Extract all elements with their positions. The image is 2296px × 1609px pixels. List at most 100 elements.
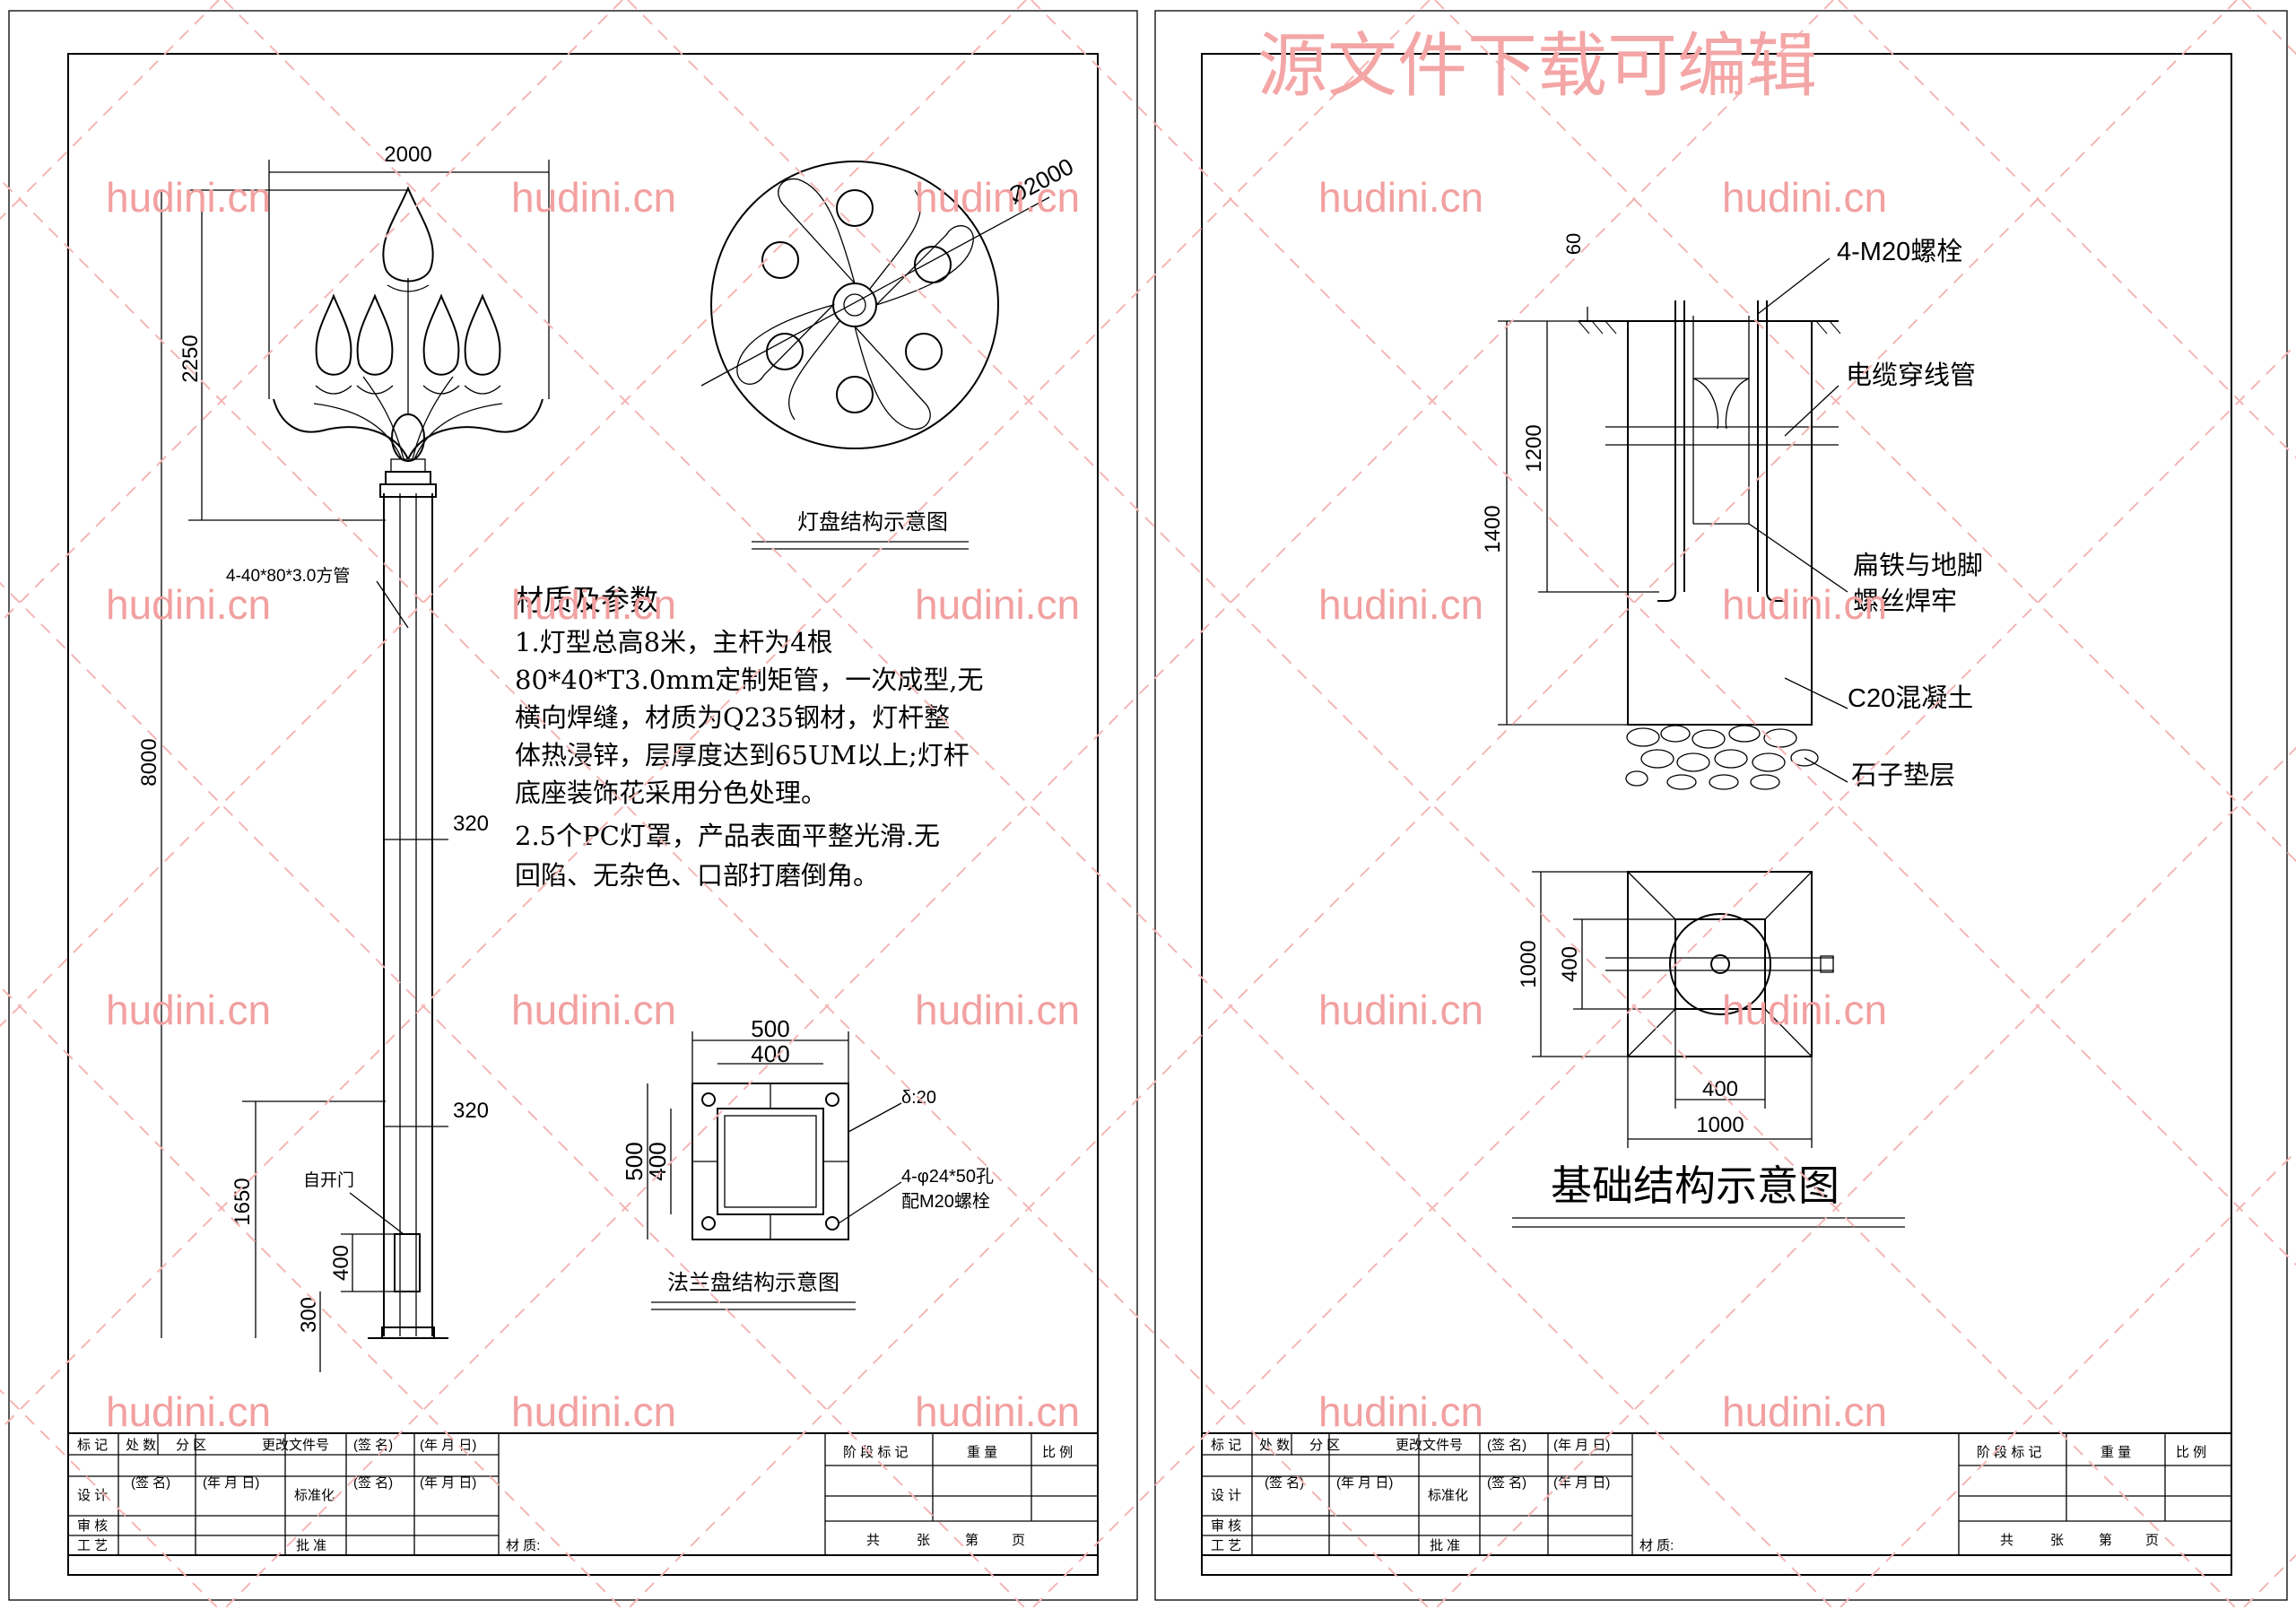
plan-width-outer: 1000 <box>1696 1113 1744 1137</box>
tb-l-stage: 阶 段 标 记 <box>843 1445 909 1460</box>
watermark-line <box>627 0 2238 1609</box>
tb-l-weight: 重 量 <box>967 1445 997 1460</box>
tb-r-r2-c3: (年 月 日) <box>1336 1475 1393 1491</box>
tb-l-r1-c1: 标 记 <box>77 1438 108 1453</box>
watermark-site: hudini.cn <box>1318 1388 1483 1435</box>
watermark-site: hudini.cn <box>915 174 1080 221</box>
material-line-4: 体热浸锌，层厚度达到65UM以上;灯杆 <box>515 740 970 770</box>
watermark-line <box>1838 1150 2296 1609</box>
tb-r-p3: 第 <box>2099 1532 2112 1548</box>
watermark-site: hudini.cn <box>1318 987 1483 1033</box>
plan-height-inner: 400 <box>1558 946 1582 982</box>
tb-l-p3: 第 <box>965 1532 978 1548</box>
foundation-caption: 基础结构示意图 <box>1551 1161 1839 1210</box>
disc-caption: 灯盘结构示意图 <box>797 510 948 535</box>
tb-l-r1-c4: 更改文件号 <box>262 1438 329 1453</box>
dim-head-height: 2250 <box>178 335 203 382</box>
watermark-site: hudini.cn <box>1722 174 1887 221</box>
watermark-site: hudini.cn <box>511 174 676 221</box>
tb-l-r1-c2: 处 数 <box>126 1438 156 1453</box>
tb-r-r2-c5: (签 名) <box>1487 1475 1526 1491</box>
watermark-line <box>2241 0 2296 56</box>
tb-l-r1-c6: (年 月 日) <box>420 1438 476 1453</box>
watermark-site: hudini.cn <box>511 1388 676 1435</box>
concrete-label: C20混凝土 <box>1848 683 1973 713</box>
foundation-section: 60 1200 1400 4-M20螺栓 电缆穿线管 扁铁与地脚 螺丝焊牢 C2… <box>1481 233 1983 790</box>
watermark-site: hudini.cn <box>106 1388 271 1435</box>
plan-width-inner: 400 <box>1702 1077 1738 1101</box>
tb-l-r3-c1: 审 核 <box>77 1518 108 1534</box>
title-block-left: 标 记 处 数 分 区 更改文件号 (签 名) (年 月 日) 设 计 (签 名… <box>67 1432 1099 1556</box>
watermark-banner: 源文件下载可编辑 <box>1257 26 1817 107</box>
dim-total-height: 8000 <box>137 738 161 786</box>
watermark-line <box>0 0 1431 1431</box>
watermark-line <box>0 0 1027 1028</box>
tb-r-r3-c1: 审 核 <box>1211 1518 1241 1534</box>
door-label: 自开门 <box>303 1170 354 1190</box>
watermark-site: hudini.cn <box>106 581 271 628</box>
watermark-line <box>627 0 2238 1609</box>
dim-door-height: 400 <box>329 1245 353 1281</box>
lamp-dimensions: 2000 2250 8000 320 320 1650 400 300 4-40… <box>137 143 550 1372</box>
flange-holes: 4-φ24*50孔 <box>901 1166 994 1187</box>
dim-depth: 1400 <box>1481 505 1505 552</box>
material-notes: 材质及参数 1.灯型总高8米，主杆为4根 80*40*T3.0mm定制矩管，一次… <box>515 583 983 891</box>
material-line-6: 2.5个PC灯罩，产品表面平整光滑.无 <box>515 821 940 851</box>
tb-r-r2-c1: 设 计 <box>1211 1488 1241 1503</box>
watermark-site: hudini.cn <box>1722 1388 1887 1435</box>
watermark-line <box>0 0 220 221</box>
dim-door-zone: 1650 <box>230 1178 255 1225</box>
watermark-line <box>223 0 1834 1609</box>
tb-l-r4-c1: 工 艺 <box>77 1538 108 1553</box>
tb-r-r4-c3: 材 质: <box>1639 1538 1674 1553</box>
watermark-site: hudini.cn <box>915 581 1080 628</box>
tb-r-weight: 重 量 <box>2100 1445 2131 1460</box>
tb-l-r2-c5: (签 名) <box>353 1475 393 1491</box>
watermark-site: hudini.cn <box>1318 581 1483 628</box>
dim-pole-width-upper: 320 <box>453 812 489 836</box>
watermark-line <box>223 0 1834 1609</box>
watermark-site: hudini.cn <box>1722 987 1887 1033</box>
dim-door-base: 300 <box>297 1297 321 1333</box>
material-line-1: 1.灯型总高8米，主杆为4根 <box>515 627 833 657</box>
dim-pole-width-lower: 320 <box>453 1099 489 1123</box>
flange-outer-width: 500 <box>751 1015 789 1042</box>
lamp-elevation <box>273 186 544 1339</box>
watermark-line <box>1434 746 2296 1609</box>
foundation-plan: 1000 400 400 1000 基础结构示意图 <box>1512 871 1905 1228</box>
tb-r-r2-c2: (签 名) <box>1265 1475 1304 1491</box>
watermark-line <box>0 178 1431 1609</box>
tb-r-r2-c4: 标准化 <box>1428 1488 1468 1503</box>
watermark-line <box>0 985 623 1609</box>
tb-r-stage: 阶 段 标 记 <box>1977 1445 2042 1460</box>
sheet-frames <box>8 10 2288 1601</box>
tube-label: 4-40*80*3.0方管 <box>226 566 350 586</box>
tb-r-r2-c6: (年 月 日) <box>1553 1475 1610 1491</box>
tb-r-scale: 比 例 <box>2176 1445 2206 1460</box>
bolt-label: 4-M20螺栓 <box>1837 237 1962 266</box>
watermark-site: hudini.cn <box>511 987 676 1033</box>
tb-l-r1-c5: (签 名) <box>353 1438 393 1453</box>
tb-l-r4-c2: 批 准 <box>296 1538 326 1553</box>
watermark-line <box>1031 343 2296 1609</box>
flange-outer-height: 500 <box>621 1142 648 1180</box>
watermark-line <box>0 1388 220 1609</box>
gravel-label: 石子垫层 <box>1851 761 1955 790</box>
watermark-text-grid: hudini.cn hudini.cn hudini.cn hudini.cn hudi… <box>106 174 1887 1435</box>
flange-inner-width: 400 <box>751 1040 789 1067</box>
watermark-site: hudini.cn <box>511 581 676 628</box>
material-title: 材质及参数 <box>515 583 658 617</box>
tb-l-p2: 张 <box>917 1533 930 1548</box>
material-line-3: 横向焊缝，材质为Q235钢材，灯杆整 <box>515 702 950 733</box>
tb-r-r1-c3: 分 区 <box>1309 1438 1340 1453</box>
flange-bolts: 配M20螺栓 <box>901 1191 990 1212</box>
tb-l-r2-c2: (签 名) <box>131 1475 170 1491</box>
tb-l-p1: 共 <box>866 1533 880 1548</box>
watermark-site: hudini.cn <box>915 1388 1080 1435</box>
title-block-right: 标 记 处 数 分 区 更改文件号 (签 名) (年 月 日) 设 计 (签 名… <box>1201 1432 2232 1556</box>
tb-r-r4-c2: 批 准 <box>1430 1538 1460 1553</box>
tb-r-p2: 张 <box>2050 1533 2064 1548</box>
material-line-5: 底座装饰花采用分色处理。 <box>515 778 827 808</box>
